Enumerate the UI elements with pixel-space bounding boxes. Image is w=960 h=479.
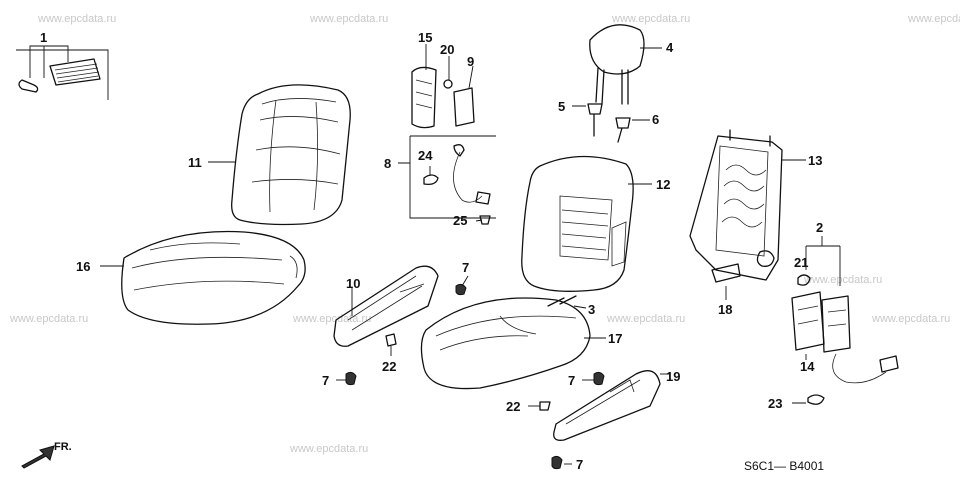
direction-label: FR.	[54, 441, 72, 453]
watermark: www.epcdata.ru	[309, 13, 388, 25]
callout-16: 16	[76, 259, 90, 274]
callout-layer: 1 2 3 4 5 6 7 7 7 7 8 9 10 11 12 13 14 1…	[40, 30, 823, 472]
parts-15-20-9	[411, 44, 475, 129]
callout-13: 13	[808, 153, 822, 168]
callout-19: 19	[666, 369, 680, 384]
callout-22: 22	[382, 359, 396, 374]
callout-10: 10	[346, 276, 360, 291]
callout-9: 9	[467, 54, 474, 69]
part-17-seat-pad	[420, 297, 606, 390]
callout-17: 17	[608, 331, 622, 346]
callout-12: 12	[656, 177, 670, 192]
part-8-harness	[398, 135, 496, 225]
part-18-cover	[711, 263, 741, 300]
watermark: www.epcdata.ru	[803, 274, 882, 286]
callout-18: 18	[718, 302, 732, 317]
part-22-clips	[385, 333, 551, 411]
callout-25: 25	[453, 213, 467, 228]
callout-1: 1	[40, 30, 47, 45]
callout-3: 3	[588, 302, 595, 317]
front-direction-arrow: FR.	[21, 441, 72, 469]
callout-15: 15	[418, 30, 432, 45]
callout-21: 21	[794, 255, 808, 270]
callout-7: 7	[576, 457, 583, 472]
watermark-layer: www.epcdata.ru www.epcdata.ru www.epcdat…	[9, 13, 960, 455]
callout-8: 8	[384, 156, 391, 171]
diagram-code: S6C1— B4001	[744, 459, 824, 473]
callout-4: 4	[666, 40, 674, 55]
parts-5-6-guides	[572, 103, 650, 143]
callout-14: 14	[800, 359, 815, 374]
watermark: www.epcdata.ru	[611, 13, 690, 25]
part-10-recliner-cover	[333, 265, 439, 347]
part-4-headrest	[589, 24, 662, 105]
watermark: www.epcdata.ru	[37, 13, 116, 25]
watermark: www.epcdata.ru	[9, 313, 88, 325]
callout-24: 24	[418, 148, 433, 163]
callout-7: 7	[462, 260, 469, 275]
part-12-backrest-pad	[521, 155, 652, 292]
callout-7: 7	[568, 373, 575, 388]
callout-5: 5	[558, 99, 565, 114]
callout-6: 6	[652, 112, 659, 127]
part-3-clips	[547, 295, 587, 309]
watermark: www.epcdata.ru	[907, 13, 960, 25]
callout-23: 23	[768, 396, 782, 411]
part-2-switch-group	[791, 236, 899, 405]
part-11-backrest-cover	[208, 84, 351, 226]
watermark: www.epcdata.ru	[289, 443, 368, 455]
callout-11: 11	[188, 155, 202, 170]
part-1-clips	[16, 45, 109, 100]
callout-20: 20	[440, 42, 454, 57]
watermark: www.epcdata.ru	[871, 313, 950, 325]
part-13-seat-frame	[689, 129, 806, 281]
watermark: www.epcdata.ru	[606, 313, 685, 325]
part-7-bolts	[336, 275, 605, 470]
watermark: www.epcdata.ru	[292, 313, 371, 325]
callout-2: 2	[816, 220, 823, 235]
callout-7: 7	[322, 373, 329, 388]
callout-22: 22	[506, 399, 520, 414]
part-19-side-cover	[553, 370, 670, 441]
part-16-seat-cushion-cover	[100, 230, 306, 325]
